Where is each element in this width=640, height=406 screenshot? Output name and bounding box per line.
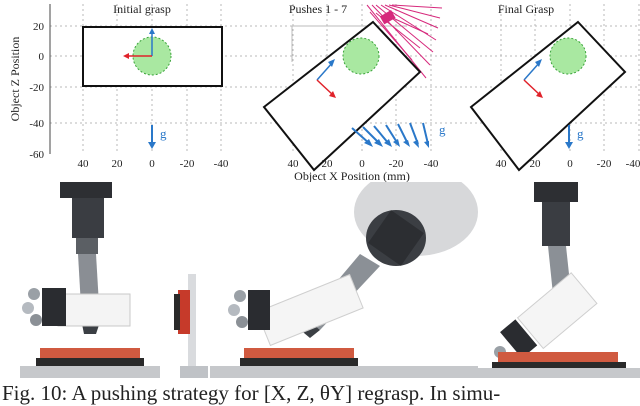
x-tick-labels-pushes: 40 20 0 -20 -40 xyxy=(288,158,439,170)
svg-text:40: 40 xyxy=(78,158,90,170)
arrowhead-icon xyxy=(148,142,156,149)
svg-text:20: 20 xyxy=(322,158,334,170)
pusher-tip xyxy=(379,10,396,25)
svg-text:-20: -20 xyxy=(597,158,612,170)
svg-text:0: 0 xyxy=(359,158,365,170)
gravity-label: g xyxy=(160,126,167,141)
arrowhead-icon xyxy=(328,59,335,67)
x-tick-labels-final: 40 20 0 -20 -40 xyxy=(496,158,640,170)
svg-text:-40: -40 xyxy=(424,158,439,170)
y-tick-label: 0 xyxy=(39,51,45,63)
x-tick-labels-initial: 40 20 0 -20 -40 xyxy=(78,158,229,170)
object-axis xyxy=(316,61,334,81)
photo-final-grasp xyxy=(478,182,640,378)
svg-text:0: 0 xyxy=(149,158,155,170)
x-axis-label: Object X Position (mm) xyxy=(294,169,410,183)
object-disc xyxy=(549,37,587,75)
gripper-outline xyxy=(262,20,422,172)
svg-text:20: 20 xyxy=(112,158,124,170)
svg-text:0: 0 xyxy=(567,158,573,170)
object-axis xyxy=(523,61,541,81)
y-tick-label: -20 xyxy=(29,82,44,94)
figure-caption: Fig. 10: A pushing strategy for [X, Z, θ… xyxy=(2,381,501,405)
photo-pushing xyxy=(210,182,478,378)
arrowhead-icon xyxy=(123,53,129,59)
svg-text:-40: -40 xyxy=(214,158,229,170)
y-tick-label: 20 xyxy=(33,21,45,33)
y-tick-label: -60 xyxy=(29,149,44,161)
svg-text:-20: -20 xyxy=(389,158,404,170)
y-axis-label: Object Z Position xyxy=(8,37,22,122)
object-disc xyxy=(342,37,380,75)
panel-title-final: Final Grasp xyxy=(498,2,554,16)
svg-text:-40: -40 xyxy=(626,158,640,170)
panel-pushes: g xyxy=(262,4,446,172)
arrowhead-icon xyxy=(535,59,542,67)
gripper-axis xyxy=(523,79,541,96)
arrowhead-icon xyxy=(536,91,543,98)
panel-title-initial: Initial grasp xyxy=(113,2,171,16)
svg-text:40: 40 xyxy=(288,158,300,170)
panel-initial: g xyxy=(82,26,223,149)
panel-title-pushes: Pushes 1 - 7 xyxy=(289,2,347,16)
gripper-outline xyxy=(469,20,627,172)
arrowhead-icon xyxy=(565,142,573,149)
panel-final: g xyxy=(469,20,627,172)
gravity-label: g xyxy=(577,126,584,141)
svg-text:-20: -20 xyxy=(180,158,195,170)
photo-side-fixture xyxy=(170,182,210,378)
arrowhead-icons xyxy=(364,139,429,148)
gripper-axis xyxy=(316,79,334,96)
y-tick-label: -40 xyxy=(29,118,44,130)
plot-area: 20 0 -20 -40 -60 Object Z Position Initi… xyxy=(8,2,640,183)
svg-text:20: 20 xyxy=(530,158,542,170)
arrowhead-icon xyxy=(329,91,336,98)
svg-text:40: 40 xyxy=(496,158,508,170)
gravity-label: g xyxy=(439,122,446,137)
photo-initial-grasp xyxy=(0,182,170,378)
arrowhead-icon xyxy=(149,28,155,34)
